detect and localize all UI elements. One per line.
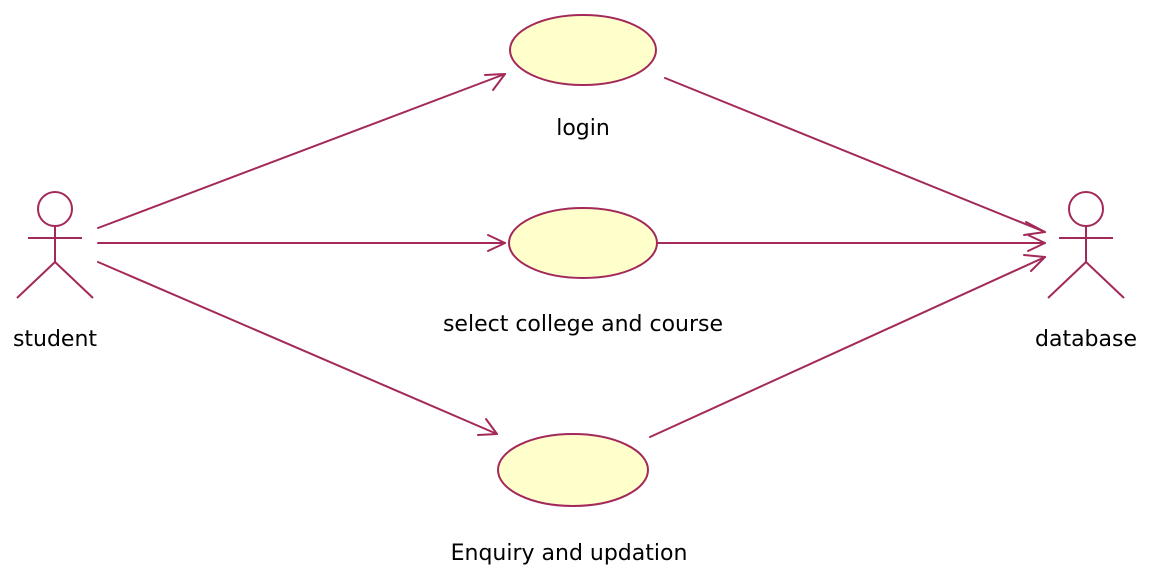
actor-database-figure <box>1047 191 1125 299</box>
association-student-enquiry <box>97 261 498 436</box>
use-case-enquiry-label: Enquiry and updation <box>451 541 688 565</box>
association-enquiry-database <box>649 254 1046 438</box>
association-student-login <box>97 73 506 229</box>
association-student-select <box>97 234 506 252</box>
use-case-select-college-and-course <box>508 207 658 279</box>
use-case-select-label: select college and course <box>443 312 723 337</box>
actor-student-figure <box>16 191 94 299</box>
actor-student-label: student <box>13 327 97 352</box>
use-case-login <box>509 14 657 86</box>
use-case-enquiry-and-updation <box>497 433 649 507</box>
use-case-login-label: login <box>556 116 610 141</box>
association-login-database <box>664 77 1046 236</box>
association-select-database <box>657 234 1046 252</box>
actor-database-label: database <box>1035 327 1137 352</box>
